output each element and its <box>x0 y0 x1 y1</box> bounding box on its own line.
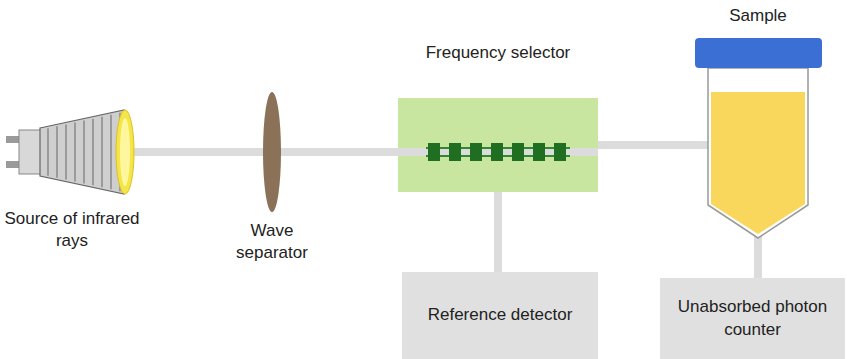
light-path <box>494 190 502 272</box>
photon-counter-box: Unabsorbed photon counter <box>660 278 845 359</box>
part-label: Source of infrared rays <box>2 208 142 252</box>
node-heading: Sample <box>708 5 808 27</box>
test-tube <box>693 0 823 240</box>
lens <box>263 92 281 212</box>
part-label: Wave separator <box>217 220 327 264</box>
reference-detector-box: Reference detector <box>402 272 598 359</box>
frequency-selector-box: Frequency selector <box>398 98 598 192</box>
node-label: Reference detector <box>416 304 584 326</box>
grating <box>398 98 598 192</box>
light-path <box>598 141 708 149</box>
node-label: Unabsorbed photon counter <box>674 296 831 340</box>
infrared-bulb <box>6 110 134 194</box>
sample-tube: Sample <box>708 0 808 238</box>
light-beam <box>120 148 400 156</box>
node-heading: Frequency selector <box>423 42 573 64</box>
light-path <box>754 236 762 278</box>
